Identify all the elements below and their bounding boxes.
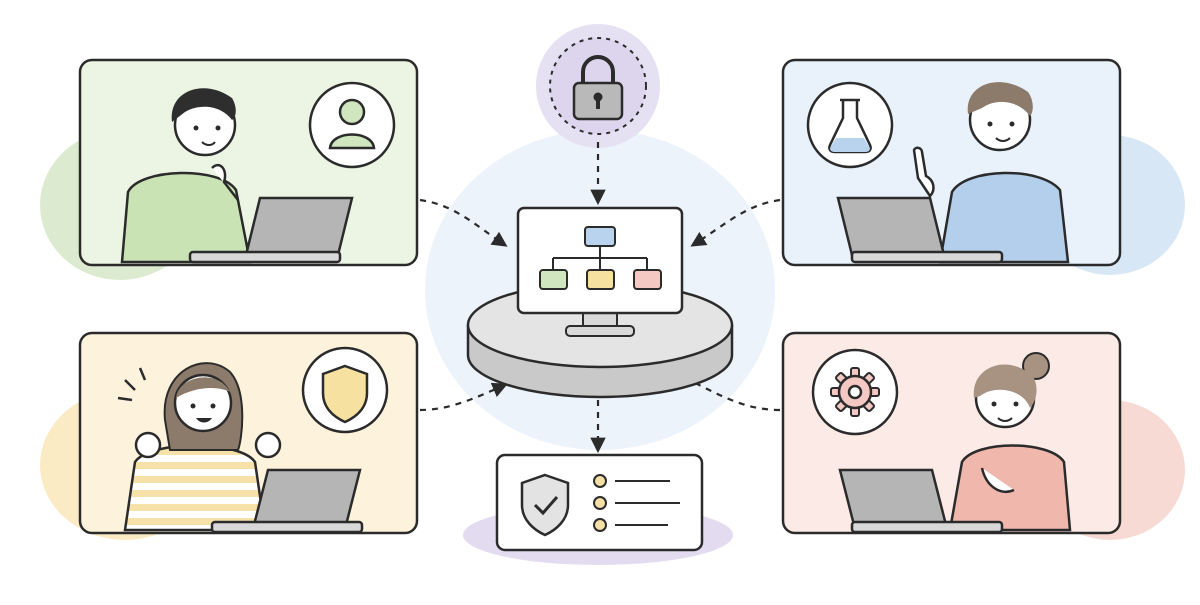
laptop-icon <box>188 196 354 264</box>
output-card <box>495 453 704 552</box>
raised-fist <box>254 431 282 459</box>
org-chart-icon <box>539 226 662 290</box>
laptop-icon <box>836 196 1004 264</box>
connector-top-left <box>419 198 508 247</box>
shield-icon <box>321 364 369 424</box>
connector-top-right <box>690 198 781 247</box>
monitor <box>516 206 684 337</box>
list-bullet <box>593 496 607 510</box>
user-panel-bottom-left <box>78 331 419 535</box>
user-panel-top-right <box>781 58 1122 267</box>
list-bullet <box>593 518 607 532</box>
user-panel-bottom-right <box>781 331 1122 535</box>
person-figure <box>120 88 252 264</box>
person-icon <box>328 98 376 150</box>
shield-check-icon <box>520 473 570 537</box>
laptop-icon <box>210 468 364 534</box>
laptop-icon <box>838 468 1004 534</box>
raised-fist <box>134 431 162 459</box>
connectors <box>419 142 781 454</box>
person-figure <box>948 352 1072 532</box>
user-panel-top-left <box>78 58 419 267</box>
flask-icon <box>828 98 872 154</box>
checklist <box>593 474 680 532</box>
lock-node <box>549 37 647 135</box>
person-figure <box>117 362 282 532</box>
list-bullet <box>593 474 607 488</box>
padlock-icon <box>572 55 624 121</box>
excitement-marks <box>117 367 147 402</box>
person-figure <box>912 82 1070 264</box>
central-platform <box>466 206 734 399</box>
gear-icon <box>830 367 880 417</box>
